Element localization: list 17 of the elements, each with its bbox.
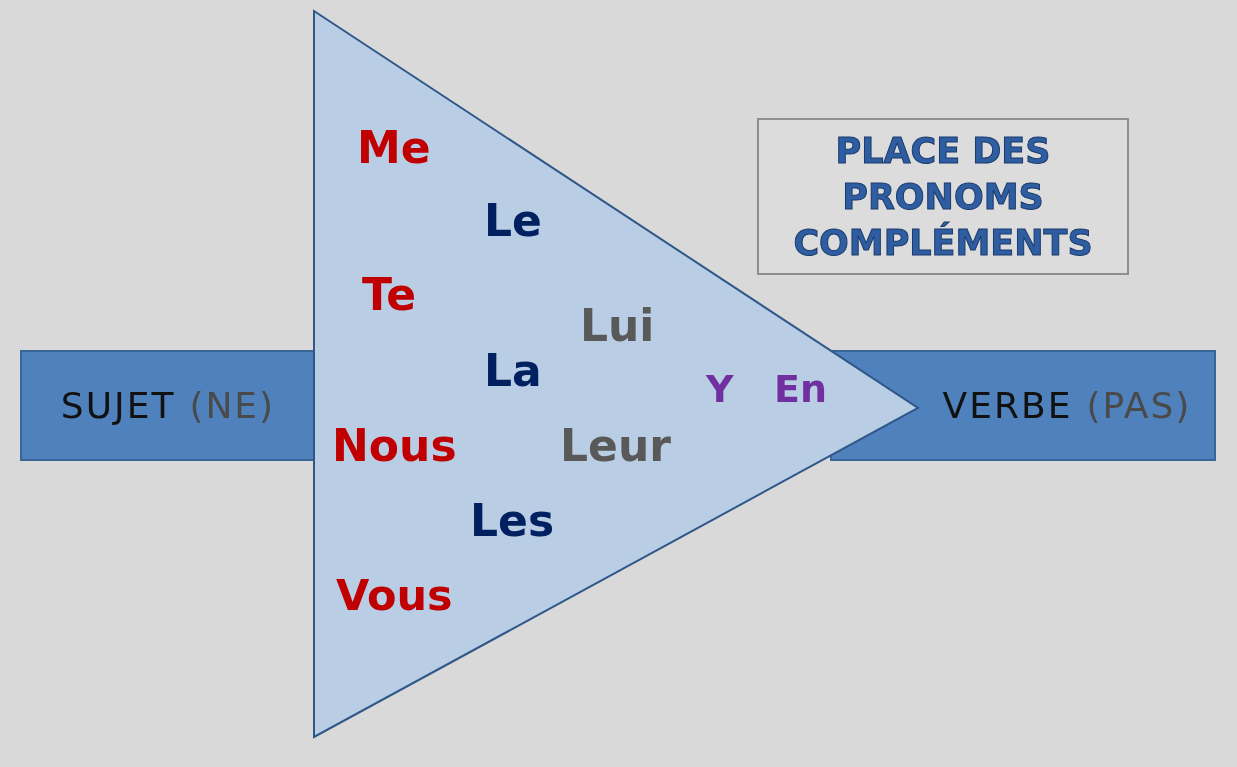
horizontal-bar [20,350,316,461]
bar-label: VERBE [942,387,1073,424]
diagram-title: PLACE DES PRONOMS COMPLÉMENTS [757,118,1129,275]
pronoun-label: Le [484,199,542,243]
parenthetical-label: (NE) [189,387,276,424]
pronoun-label: Les [470,499,555,543]
pronoun-label: Nous [332,424,457,468]
parenthetical-label: (PAS) [1086,387,1192,424]
pronoun-label: Lui [580,304,655,348]
pronoun-label: Vous [336,574,453,617]
pronoun-label: La [484,349,542,393]
pronoun-label: En [774,370,827,408]
pronoun-label: Leur [560,424,671,468]
bar-label: SUJET [60,387,176,424]
pronoun-label: Te [362,273,416,317]
pronoun-label: Y [706,370,734,408]
pronoun-label: Me [357,126,431,170]
